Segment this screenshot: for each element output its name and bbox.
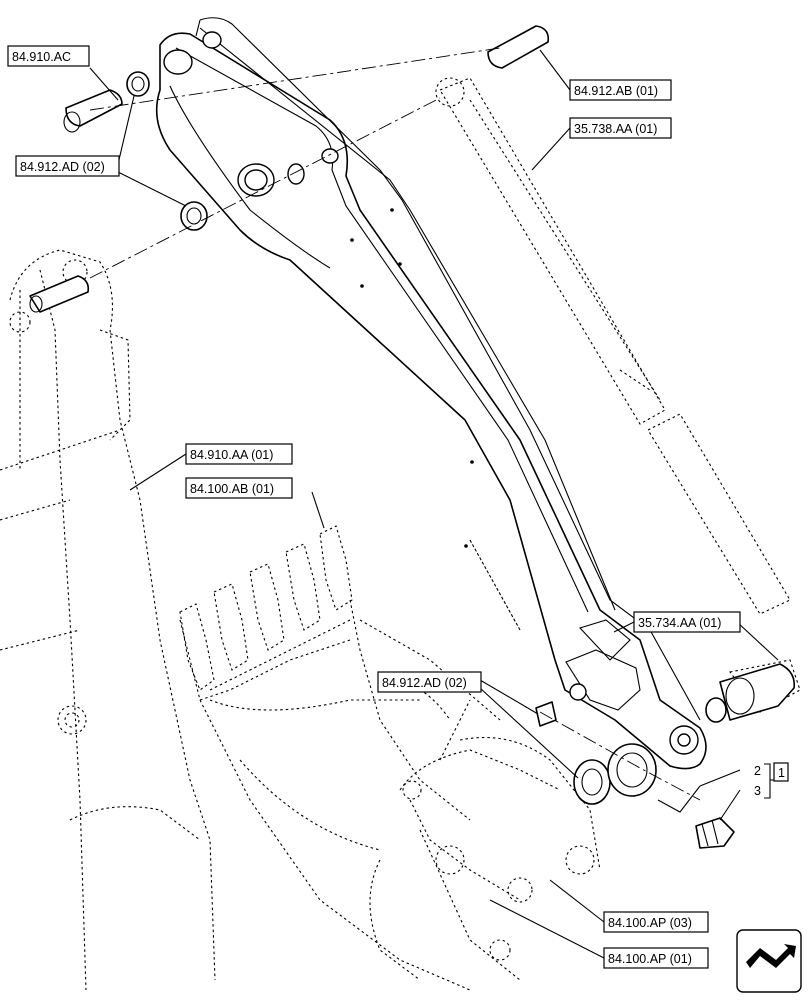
pin-right-84912AB: [487, 25, 550, 69]
callout-35738AA[interactable]: 35.738.AA (01): [569, 117, 672, 139]
bushing-top-left: [126, 71, 150, 97]
callout-84912AB[interactable]: 84.912.AB (01): [569, 79, 672, 101]
bushing-set-lower: [535, 701, 657, 805]
callout-35734AA[interactable]: 35.734.AA (01): [633, 611, 741, 633]
callout-84100AP01-text: 84.100.AP (01): [608, 952, 692, 966]
callout-84100AB[interactable]: 84.100.AB (01): [185, 477, 293, 499]
callout-84912AD-mid-text: 84.912.AD (02): [382, 676, 467, 690]
grease-fitting: [695, 817, 735, 849]
item-number-3: 3: [754, 784, 761, 798]
bucket-linkage-hidden: [399, 737, 601, 981]
callout-84100AB-text: 84.100.AB (01): [190, 482, 274, 496]
center-lines: [89, 47, 701, 801]
item-number-group: 2 3 1: [754, 762, 789, 799]
callout-84912AD-top[interactable]: 84.912.AD (02): [15, 155, 120, 177]
callout-35738AA-text: 35.738.AA (01): [574, 122, 657, 136]
callout-84912AB-text: 84.912.AB (01): [574, 84, 658, 98]
callout-84910AA-text: 84.910.AA (01): [190, 448, 273, 462]
item-number-2: 2: [754, 764, 761, 778]
bucket-cylinder: [435, 77, 801, 713]
callout-84910AC-text: 84.910.AC: [12, 50, 71, 64]
callout-84100AP01[interactable]: 84.100.AP (01): [603, 947, 709, 969]
callout-35734AA-text: 35.734.AA (01): [638, 616, 721, 630]
cylinder-pin-assembly: [705, 663, 796, 723]
callout-84100AP03[interactable]: 84.100.AP (03): [603, 911, 709, 933]
boom-pin-stub: [29, 275, 90, 313]
callout-84100AP03-text: 84.100.AP (03): [608, 916, 692, 930]
callout-84912AD-mid[interactable]: 84.912.AD (02): [377, 671, 482, 693]
callout-84910AC[interactable]: 84.910.AC: [7, 45, 90, 67]
callout-84910AA[interactable]: 84.910.AA (01): [185, 443, 293, 465]
pin-left-84910AC: [63, 89, 123, 133]
boom-hidden-outline: [0, 249, 216, 991]
item-number-1: 1: [778, 766, 785, 780]
bucket-teeth: [179, 525, 353, 691]
bushing-top-mid: [180, 201, 208, 231]
dipper-arm: [155, 17, 707, 770]
callout-84912AD-top-text: 84.912.AD (02): [20, 160, 105, 174]
navigation-arrow-icon[interactable]: [736, 929, 802, 993]
leader-lines: [89, 49, 779, 959]
